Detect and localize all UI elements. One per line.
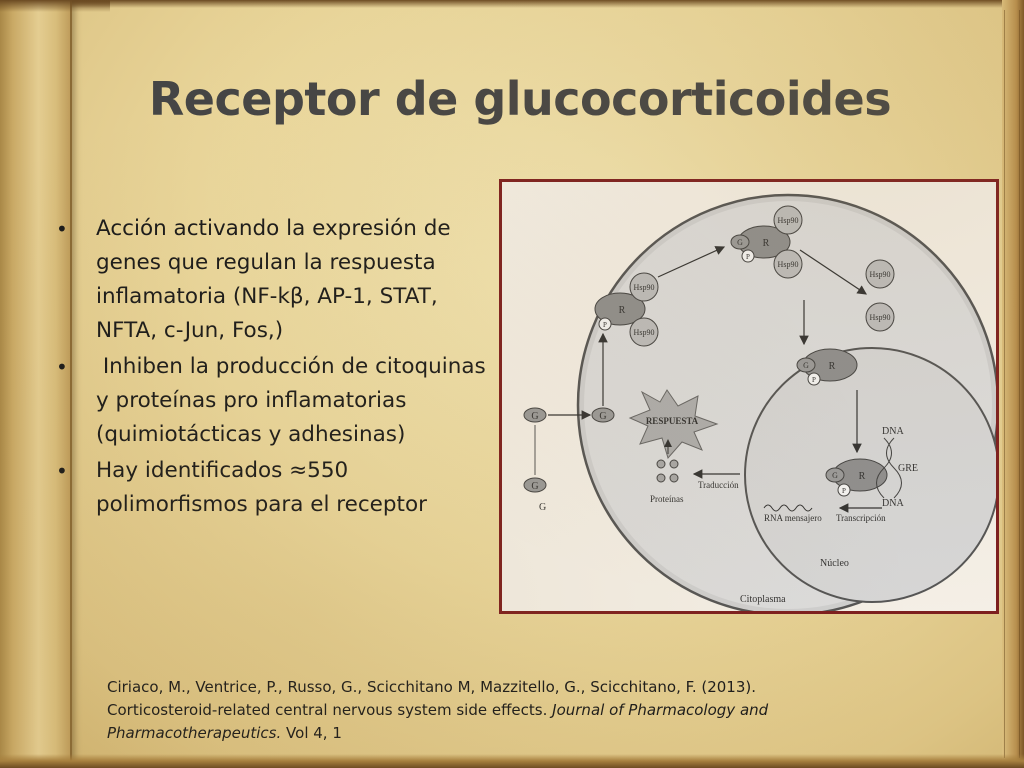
translation-label: Traducción: [698, 480, 739, 490]
bullet-text: Hay identificados ≈550 polimorfismos par…: [96, 458, 427, 517]
svg-text:G: G: [599, 411, 606, 422]
svg-text:G: G: [531, 481, 538, 492]
svg-text:G: G: [531, 411, 538, 422]
page-edge-right: [1002, 0, 1024, 768]
bullet-item-3: • Hay identificados ≈550 polimorfismos p…: [52, 454, 502, 522]
arrow-to-top-complex: [657, 246, 726, 278]
svg-text:G: G: [737, 238, 743, 247]
citation-volume: Vol 4, 1: [286, 724, 342, 742]
svg-text:R: R: [763, 238, 770, 249]
arrow-hsp-release: [799, 249, 867, 295]
bullet-dot: •: [56, 217, 68, 241]
citation: Ciriaco, M., Ventrice, P., Russo, G., Sc…: [107, 676, 907, 745]
svg-text:P: P: [842, 487, 846, 495]
g-faint-label: G: [539, 502, 546, 513]
svg-text:Hsp90: Hsp90: [870, 313, 891, 322]
mrna-strand: [763, 504, 813, 512]
nucleus-label: Núcleo: [820, 558, 849, 569]
svg-text:R: R: [619, 305, 626, 316]
svg-text:Hsp90: Hsp90: [778, 216, 799, 225]
svg-text:R: R: [859, 471, 866, 482]
svg-text:G: G: [803, 361, 809, 370]
page-edge-bottom: [0, 754, 1024, 768]
bullet-item-2: • Inhiben la producción de citoquinas y …: [52, 350, 502, 452]
svg-text:P: P: [603, 321, 607, 329]
svg-text:P: P: [812, 376, 816, 384]
slide-title: Receptor de glucocorticoides: [148, 72, 892, 126]
cytoplasm-label: Citoplasma: [740, 594, 786, 605]
diagram-svg: G G G G R Hsp90 Hsp90: [523, 193, 996, 611]
response-burst: [628, 389, 719, 460]
svg-text:Hsp90: Hsp90: [870, 270, 891, 279]
dna-helix: [876, 437, 902, 499]
hsp90-released: Hsp90 Hsp90: [865, 259, 895, 332]
citation-article: Corticosteroid-related central nervous s…: [107, 701, 548, 719]
book-spine: [0, 0, 72, 768]
dna-label-top: DNA: [882, 426, 904, 437]
svg-text:Hsp90: Hsp90: [778, 260, 799, 269]
svg-text:Hsp90: Hsp90: [634, 328, 655, 337]
bullet-list: • Acción activando la expresión de genes…: [52, 212, 502, 524]
svg-text:R: R: [829, 361, 836, 372]
mrna-label: RNA mensajero: [764, 513, 822, 523]
g-outside-2: G: [523, 477, 547, 493]
proteins: [656, 459, 679, 483]
bullet-text: Inhiben la producción de citoquinas y pr…: [96, 354, 493, 447]
svg-text:Hsp90: Hsp90: [634, 283, 655, 292]
bullet-dot: •: [56, 355, 68, 379]
nuclear-receptor: R G P: [825, 458, 888, 497]
receptor-complex-left: R Hsp90 Hsp90 P: [594, 272, 659, 347]
response-label: RESPUESTA: [646, 416, 699, 426]
page-edge-top: [0, 0, 1024, 8]
g-cytoplasm: G: [591, 407, 615, 423]
gre-label: GRE: [898, 463, 918, 474]
svg-text:G: G: [832, 471, 838, 480]
svg-text:P: P: [746, 253, 750, 261]
dna-label-bottom: DNA: [882, 498, 904, 509]
bullet-item-1: • Acción activando la expresión de genes…: [52, 212, 502, 348]
bullet-text: Acción activando la expresión de genes q…: [96, 216, 451, 343]
page-curl: [0, 0, 110, 12]
activated-receptor: R G P: [796, 348, 858, 386]
bullet-dot: •: [56, 459, 68, 483]
transcription-label: Transcripción: [836, 513, 886, 523]
citation-authors: Ciriaco, M., Ventrice, P., Russo, G., Sc…: [107, 678, 757, 696]
proteins-label: Proteínas: [650, 494, 684, 504]
citation-journal: Journal of Pharmacology and Pharmacother…: [107, 701, 769, 742]
receptor-complex-top: R Hsp90 Hsp90 G P: [730, 205, 803, 279]
receptor-diagram: G G G G R Hsp90 Hsp90: [499, 179, 999, 614]
page-edge-lines: [1004, 10, 1020, 758]
g-outside-1: G: [523, 407, 547, 423]
